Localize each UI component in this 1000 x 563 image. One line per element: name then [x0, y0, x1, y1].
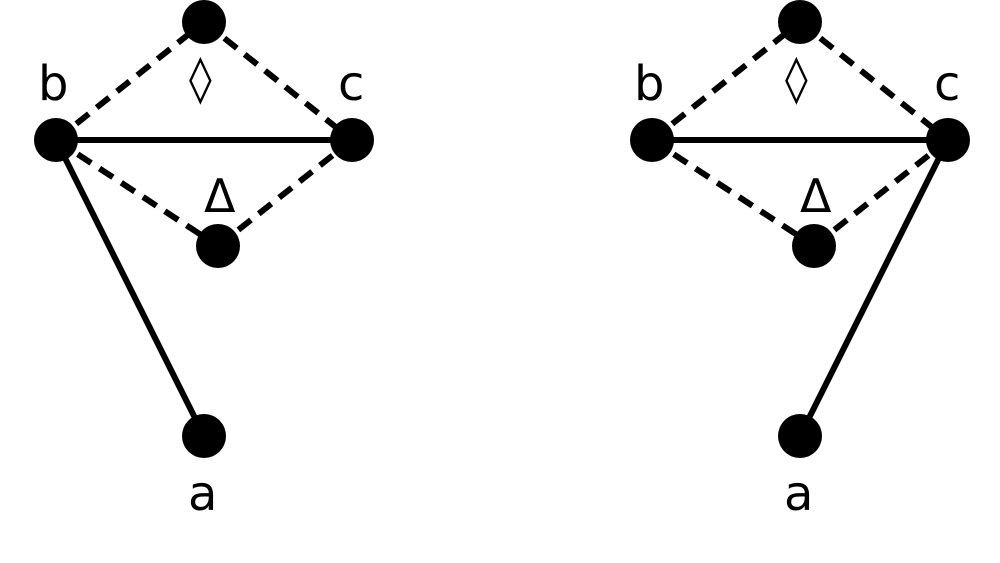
right-label-diamond: ◊	[785, 51, 808, 105]
left-label-a: a	[188, 466, 217, 522]
left-edge-b-diamond	[54, 19, 206, 143]
left-edge-diamond-c	[202, 19, 354, 143]
right-graph: b c a ◊ Δ	[630, 0, 970, 522]
left-node-c	[330, 118, 374, 162]
left-edge-b-delta	[54, 137, 220, 249]
right-node-b	[630, 118, 674, 162]
left-graph: b c a ◊ Δ	[34, 0, 374, 522]
right-edge-b-delta	[650, 137, 816, 249]
right-label-a: a	[784, 466, 813, 522]
right-node-c	[926, 118, 970, 162]
left-node-a	[182, 414, 226, 458]
right-label-b: b	[634, 56, 664, 112]
right-label-c: c	[934, 56, 960, 112]
left-node-delta	[196, 224, 240, 268]
left-node-diamond	[182, 0, 226, 44]
right-node-diamond	[778, 0, 822, 44]
right-node-a	[778, 414, 822, 458]
left-label-delta: Δ	[204, 169, 236, 223]
left-label-b: b	[38, 56, 68, 112]
left-node-b	[34, 118, 78, 162]
right-edge-diamond-c	[798, 19, 950, 143]
right-label-delta: Δ	[800, 169, 832, 223]
left-edge-delta-c	[216, 137, 354, 249]
right-edge-b-diamond	[650, 19, 802, 143]
left-label-c: c	[338, 56, 364, 112]
left-label-diamond: ◊	[189, 51, 212, 105]
right-edge-c-a	[797, 137, 951, 439]
left-edge-b-a	[53, 137, 207, 439]
right-edge-delta-c	[812, 137, 950, 249]
right-node-delta	[792, 224, 836, 268]
